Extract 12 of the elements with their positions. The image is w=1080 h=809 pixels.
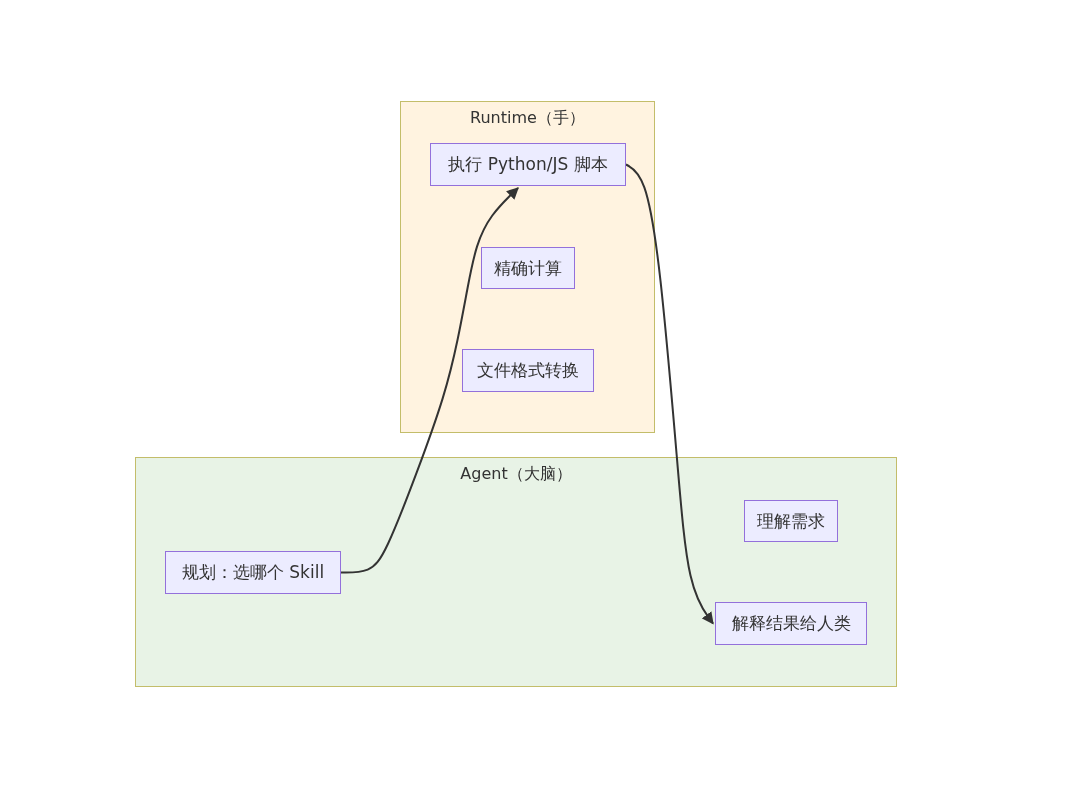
group-title: Agent（大脑） [459,464,573,485]
group-title: Runtime（手） [469,108,586,129]
process-box: 理解需求 [744,500,838,542]
process-box: 解释结果给人类 [715,602,867,645]
process-box: 精确计算 [481,247,575,289]
group-panel [135,457,897,687]
process-box: 文件格式转换 [462,349,594,392]
arrow [625,163,714,625]
process-box: 规划：选哪个 Skill [165,551,341,594]
arrow [340,187,519,574]
group-panel [400,101,655,433]
process-box: 执行 Python/JS 脚本 [430,143,626,186]
